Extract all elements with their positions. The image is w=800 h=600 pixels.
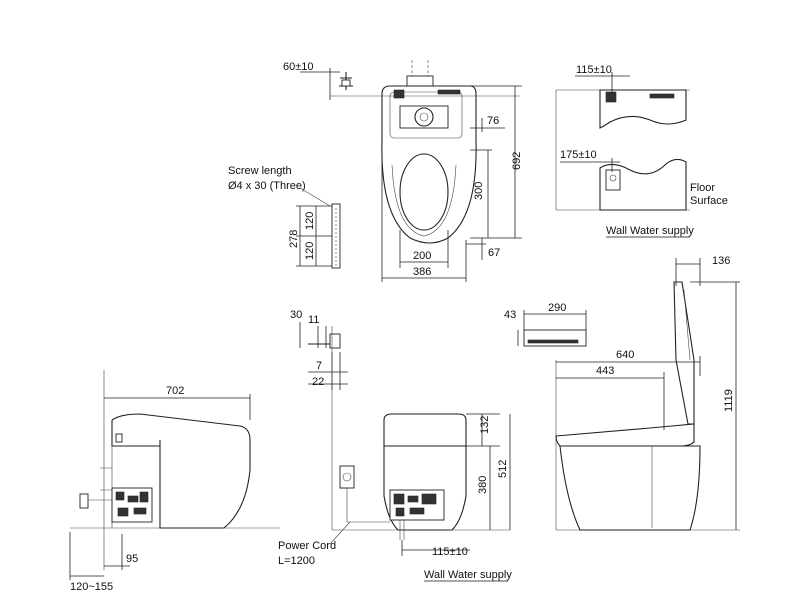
top-view: 60±10 76 692 300 200 386 67 bbox=[283, 60, 523, 282]
label-wall-water-supply-top: Wall Water supply bbox=[606, 225, 694, 237]
dim-rside-443: 443 bbox=[596, 365, 614, 377]
supply-tank-bottom bbox=[599, 158, 687, 211]
front-plumbing bbox=[389, 489, 445, 540]
dim-bracket-7: 7 bbox=[316, 360, 322, 372]
remote-control-detail: 290 43 bbox=[504, 302, 587, 347]
screw-length-spec: Ø4 x 30 (Three) bbox=[228, 180, 306, 192]
dim-top-200: 200 bbox=[413, 250, 431, 262]
dim-remote-290: 290 bbox=[548, 302, 566, 314]
side-body-outline bbox=[111, 413, 251, 529]
dim-screw-278: 278 bbox=[288, 230, 300, 248]
dim-top-692: 692 bbox=[511, 152, 523, 170]
remote-body bbox=[523, 329, 587, 347]
water-tap-symbol bbox=[339, 72, 353, 90]
screw-bracket-detail: Screw length Ø4 x 30 (Three) 278 120 120 bbox=[228, 165, 341, 269]
dim-front-132: 132 bbox=[479, 416, 491, 434]
dim-front-512: 512 bbox=[497, 460, 509, 478]
label-floor: Floor bbox=[690, 182, 715, 194]
dim-side-95: 95 bbox=[126, 553, 138, 565]
right-base bbox=[559, 445, 701, 531]
dim-side-120-155: 120~155 bbox=[70, 581, 113, 593]
dim-top-67: 67 bbox=[488, 247, 500, 259]
dim-rside-1119: 1119 bbox=[723, 389, 735, 412]
dim-remote-43: 43 bbox=[504, 309, 516, 321]
bowl-outline bbox=[381, 85, 477, 244]
dim-top-tap-offset: 60±10 bbox=[283, 61, 314, 73]
right-lid-open bbox=[673, 281, 695, 425]
dim-rside-136: 136 bbox=[712, 255, 730, 267]
dim-supply-175: 175±10 bbox=[560, 149, 597, 161]
dim-front-380: 380 bbox=[477, 476, 489, 494]
seat-opening bbox=[399, 153, 449, 231]
bracket-detail: 30 11 7 22 bbox=[290, 309, 348, 390]
dim-bracket-22: 22 bbox=[312, 376, 324, 388]
front-view: 132 512 380 115±10 Power Cord L=1200 Wal… bbox=[278, 326, 512, 582]
side-plumbing bbox=[79, 467, 153, 523]
dim-front-115: 115±10 bbox=[432, 546, 468, 558]
dim-bracket-11: 11 bbox=[308, 314, 319, 326]
right-seat-outline bbox=[555, 423, 695, 447]
label-surface: Surface bbox=[690, 195, 728, 207]
screw-length-title: Screw length bbox=[228, 165, 292, 177]
dim-bracket-30: 30 bbox=[290, 309, 302, 321]
dim-supply-115-top: 115±10 bbox=[576, 64, 612, 76]
dim-rside-640: 640 bbox=[616, 349, 634, 361]
label-power-cord: Power Cord bbox=[278, 540, 336, 552]
side-view-right: 136 640 443 1119 bbox=[555, 255, 740, 531]
label-wall-water-supply-bottom: Wall Water supply bbox=[424, 569, 512, 581]
label-power-cord-length: L=1200 bbox=[278, 555, 315, 567]
dim-screw-120a: 120 bbox=[304, 212, 316, 230]
side-view-left: 702 95 120~155 bbox=[69, 370, 280, 593]
dim-side-702: 702 bbox=[166, 385, 184, 397]
front-base bbox=[383, 445, 467, 531]
dim-top-386: 386 bbox=[413, 266, 431, 278]
dim-top-76: 76 bbox=[487, 115, 499, 127]
supply-tank-top bbox=[599, 89, 687, 129]
dim-screw-120b: 120 bbox=[304, 242, 316, 260]
front-lid bbox=[383, 413, 467, 447]
wall-supply-detail: 115±10 175±10 Floor Surface Wall Water s… bbox=[555, 64, 728, 238]
dim-top-300: 300 bbox=[473, 182, 485, 200]
